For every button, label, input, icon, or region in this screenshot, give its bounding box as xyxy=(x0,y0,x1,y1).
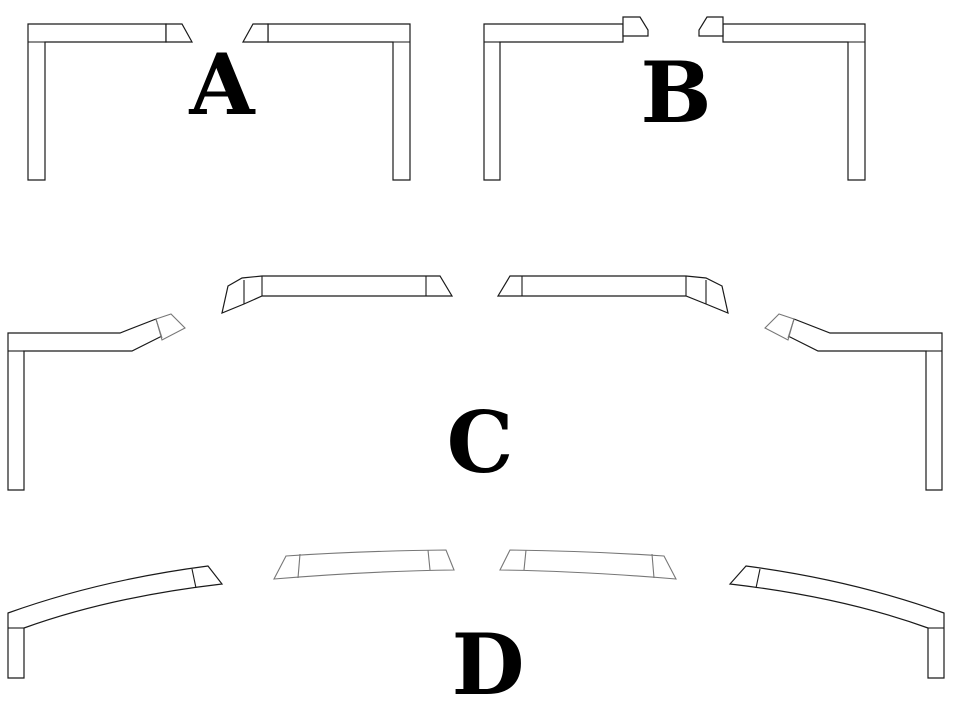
panel-c-upper-left-segment xyxy=(221,275,454,314)
panel-c-upper-right-segment xyxy=(496,275,729,314)
panel-b-right-frame xyxy=(698,16,866,181)
panel-d-left-frame xyxy=(7,565,224,679)
panel-d-right-frame xyxy=(728,565,945,679)
panel-a-right-tip xyxy=(241,23,269,43)
panel-b-right-tip xyxy=(698,16,724,37)
panel-b-label: B xyxy=(641,43,712,142)
panel-a-right-frame xyxy=(241,23,411,181)
panel-c: C xyxy=(7,275,943,492)
panel-a: A xyxy=(27,23,411,181)
panel-c-right-tip xyxy=(764,313,795,341)
panel-d-upper-right-segment xyxy=(499,549,677,580)
panel-c-left-tip xyxy=(155,313,186,341)
panel-c-right-frame xyxy=(764,313,943,491)
panel-c-label: C xyxy=(447,393,514,492)
panel-d: D xyxy=(7,549,945,714)
panel-c-left-frame xyxy=(7,313,186,491)
panel-d-label: D xyxy=(452,615,525,714)
panel-d-upper-left-segment xyxy=(273,549,455,580)
panel-a-left-tip xyxy=(165,23,194,43)
panel-b: B xyxy=(483,16,866,181)
panel-b-left-frame xyxy=(483,16,649,181)
panel-a-left-frame xyxy=(27,23,194,181)
panel-a-label: A xyxy=(188,35,256,134)
panel-b-left-tip xyxy=(622,16,649,37)
